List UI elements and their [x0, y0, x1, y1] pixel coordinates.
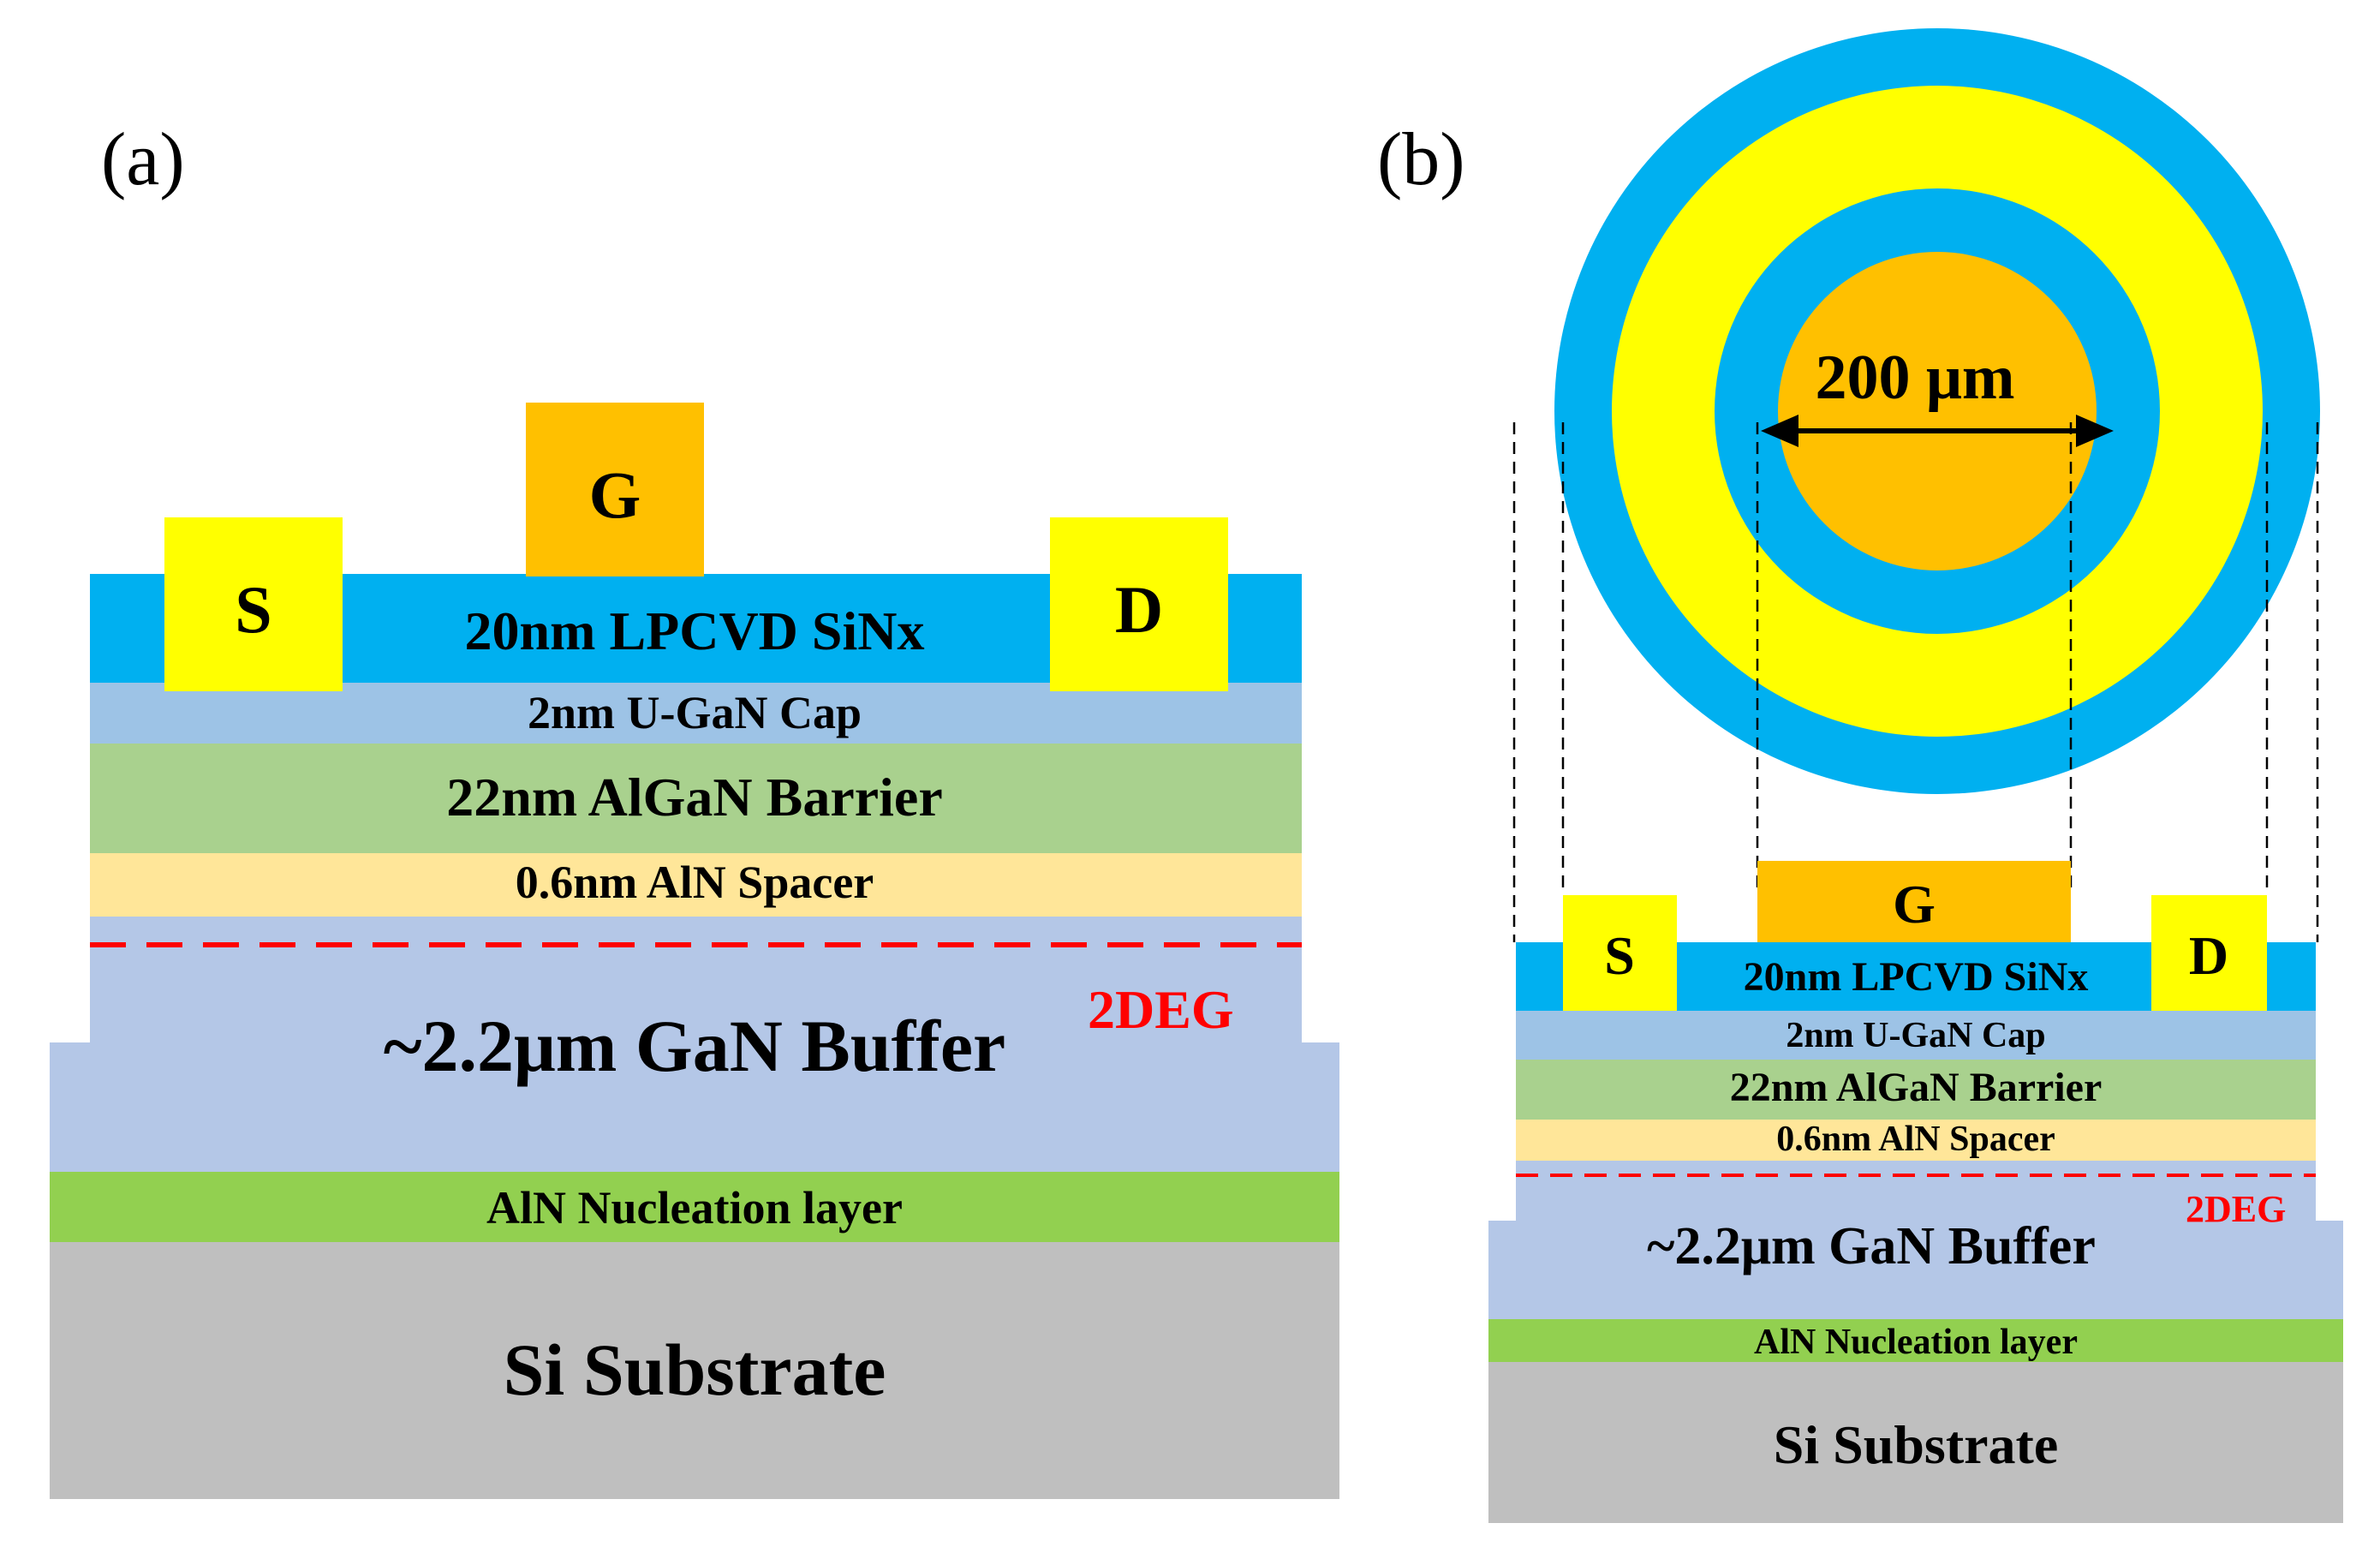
b-source-label: S	[1604, 925, 1635, 986]
a-gate-electrode	[526, 403, 704, 576]
b-arrowhead-right	[2076, 415, 2114, 447]
b-gan-buffer	[1488, 1161, 2343, 1319]
a-sinx-label: 20nm LPCVD SiNx	[465, 600, 925, 661]
a-drain-label: D	[1115, 572, 1163, 647]
a-drain-electrode	[1050, 517, 1228, 691]
b-drain-label: D	[2189, 925, 2228, 986]
b-sinx-label: 20nm LPCVD SiNx	[1744, 954, 2089, 1000]
b-gate-disc	[1778, 252, 2097, 570]
b-gate-label: G	[1893, 874, 1936, 935]
b-source-electrode	[1563, 895, 1677, 1011]
b-algan-barrier-label: 22nm AlGaN Barrier	[1730, 1065, 2103, 1110]
b-aln-nucleation	[1488, 1319, 2343, 1362]
b-gate-electrode	[1757, 861, 2071, 942]
a-gan-cap-label: 2nm U-GaN Cap	[528, 687, 862, 738]
a-aln-spacer-label: 0.6nm AlN Spacer	[516, 857, 874, 908]
b-drain-electrode	[2151, 895, 2267, 1011]
a-si-substrate-label: Si Substrate	[504, 1329, 886, 1411]
panel-a-label: (a)	[101, 118, 185, 201]
panel-b-label: (b)	[1377, 118, 1465, 201]
a-algan-barrier-label: 22nm AlGaN Barrier	[446, 767, 942, 827]
panel-b: (b) 200 μm Si Substrate AlN Nucleation l…	[1377, 28, 2343, 1523]
a-si-substrate	[50, 1242, 1339, 1499]
a-aln-nucleation	[50, 1172, 1339, 1242]
b-arrowhead-left	[1761, 415, 1798, 447]
b-gan-cap-label: 2nm U-GaN Cap	[1786, 1016, 2045, 1055]
a-gate-label: G	[589, 457, 641, 532]
b-si-substrate-label: Si Substrate	[1774, 1414, 2059, 1475]
a-source-electrode	[164, 517, 343, 691]
a-2deg-label: 2DEG	[1088, 979, 1234, 1040]
b-aln-spacer	[1516, 1120, 2316, 1161]
b-si-substrate	[1488, 1362, 2343, 1523]
a-algan-barrier	[90, 744, 1302, 853]
b-gan-buffer-label: ~2.2μm GaN Buffer	[1647, 1217, 2096, 1275]
b-aln-nucleation-label: AlN Nucleation layer	[1754, 1323, 2078, 1362]
b-algan-barrier	[1516, 1060, 2316, 1120]
a-source-label: S	[235, 572, 271, 647]
b-projection-lines	[1512, 422, 2319, 942]
a-gan-buffer-label: ~2.2μm GaN Buffer	[384, 1005, 1005, 1087]
a-gan-buffer	[50, 917, 1339, 1172]
b-gate-diameter-label: 200 μm	[1815, 343, 2014, 413]
a-aln-spacer	[90, 853, 1302, 917]
a-gan-cap	[90, 683, 1302, 744]
panel-a: (a) Si Substrate AlN Nucleation layer ~2…	[50, 118, 1339, 1499]
a-aln-nucleation-label: AlN Nucleation layer	[486, 1182, 903, 1233]
b-aln-spacer-label: 0.6nm AlN Spacer	[1776, 1120, 2055, 1159]
b-2deg-label: 2DEG	[2186, 1188, 2286, 1230]
b-gan-cap	[1516, 1011, 2316, 1060]
